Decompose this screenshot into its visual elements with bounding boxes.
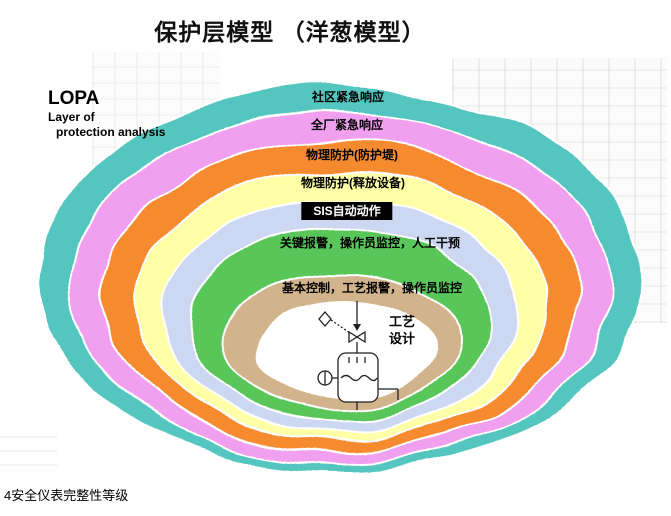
lopa-block: LOPA Layer of protection analysis xyxy=(48,88,165,140)
core-label-line1: 工艺 xyxy=(389,314,416,329)
down-arrow-icon xyxy=(353,324,361,331)
onion-layers xyxy=(37,85,643,471)
page-title: 保护层模型 （洋葱模型） xyxy=(154,19,426,45)
diamond-instrument-icon xyxy=(318,311,332,327)
layer-label-basic-control: 基本控制，工艺报警，操作员监控 xyxy=(281,281,463,295)
valve-icon-left xyxy=(348,330,359,344)
caption-text: 4安全仪表完整性等级 xyxy=(4,488,129,503)
core-label-process-design: 工艺 设计 xyxy=(389,313,415,347)
lopa-line1: Layer of xyxy=(48,110,95,124)
lopa-acronym: LOPA xyxy=(48,88,100,109)
layer-label-sis: SIS自动动作 xyxy=(301,202,393,220)
layer-label-physical-relief: 物理防护(释放设备) xyxy=(301,176,405,190)
layer-label-community-emergency: 社区紧急响应 xyxy=(311,90,385,104)
core-label-line2: 设计 xyxy=(389,331,416,346)
liquid-level-line xyxy=(340,374,378,382)
lopa-line2: protection analysis xyxy=(56,125,166,139)
layer-label-plant-emergency: 全厂紧急响应 xyxy=(310,118,384,132)
layer-label-physical-dike: 物理防护(防护堤) xyxy=(306,148,398,162)
caption-bar: 4安全仪表完整性等级 xyxy=(0,478,671,516)
process-sketch xyxy=(317,301,399,410)
vessel-icon xyxy=(337,352,379,403)
valve-icon-right xyxy=(355,330,366,344)
layer-label-critical-alarm: 关键报警，操作员监控，人工干预 xyxy=(279,236,461,250)
